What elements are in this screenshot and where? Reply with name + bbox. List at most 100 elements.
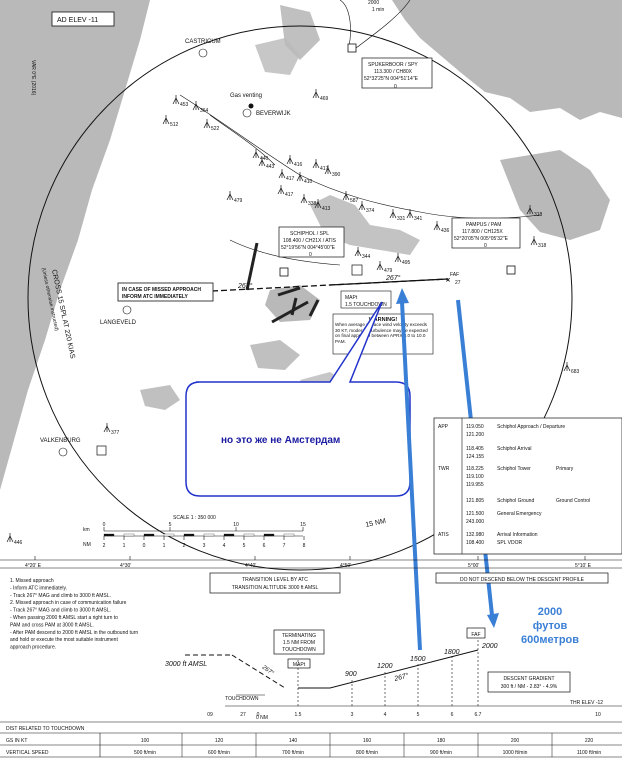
obstacle-elev: 318 (538, 243, 547, 249)
obstacle: 443 (258, 157, 275, 170)
profile-track2: 267° (392, 671, 409, 683)
bubble-text: но это же не Амстердам (221, 435, 340, 446)
mapt-box (340, 290, 392, 309)
warning-text: When average surface wind velocity excee… (335, 322, 428, 344)
obstacle-elev: 417 (285, 192, 294, 198)
obstacle-elev: 390 (332, 172, 341, 178)
freq-value: 119.955 (466, 482, 484, 488)
profile-mapt: MAPt (293, 662, 306, 668)
obstacle: 453 (172, 95, 189, 108)
obstacle: 374 (358, 201, 375, 214)
profile-track: 267° (260, 664, 275, 677)
profile-note: PAM and cross PAM at 3000 ft AMSL. (10, 622, 94, 628)
terminating-l2: 1.5 NM FROM (283, 640, 315, 646)
vs-cell: 500 ft/min (134, 750, 156, 756)
track-267-b: 267° (385, 274, 401, 282)
spy-freq: 113.300 / CH80X (374, 69, 413, 75)
pam-name: PAMPUS / PAM (466, 222, 501, 228)
track-267-a: 267° (237, 282, 253, 290)
valkenburg-icon (58, 447, 68, 457)
profile-note: approach procedure. (10, 645, 56, 651)
longitude: 5°10' E (575, 563, 592, 569)
freq-value: 118.405 (466, 446, 484, 452)
gs-cell: 160 (363, 738, 372, 744)
freq-extra: Primary (556, 466, 574, 472)
transition-l2: TRANSITION ALTITUDE 3000 ft AMSL (232, 585, 319, 591)
land-gray (0, 0, 622, 490)
obstacle-elev: 364 (200, 108, 209, 114)
dist-zero-nm: 0 NM (256, 715, 268, 721)
gas-venting: Gas venting (230, 93, 262, 99)
transition-l1: TRANSITION LEVEL BY ATC (242, 577, 308, 583)
freq-extra: Ground Control (556, 498, 590, 504)
profile-faf: FAF (471, 632, 480, 638)
profile-notes: 1. Missed approach - Inform ATC immediat… (10, 578, 138, 651)
obstacle-elev: 417 (286, 176, 295, 182)
missed-approach-box (117, 282, 214, 302)
profile-note: 2. Missed approach in case of communicat… (10, 600, 127, 606)
obstacle: 469 (312, 89, 329, 102)
nm-tick: 5 (243, 543, 246, 549)
missed-approach-l1: IN CASE OF MISSED APPROACH (122, 287, 201, 293)
descent-l2: 300 ft / NM - 2.83° - 4.9% (501, 684, 558, 690)
faf-dist: 27 (455, 280, 461, 286)
profile-note: 1. Missed approach (10, 578, 54, 584)
longitude: 4°40' (245, 563, 256, 569)
place-beverwijk: BEVERWIJK (256, 111, 291, 117)
vs-cell: 1000 ft/min (503, 750, 528, 756)
gas-venting-icon (248, 103, 254, 109)
freq-name: Arrival Information (497, 532, 538, 538)
dist-tick: 09 (207, 712, 213, 718)
freq-name: Schiphol Ground (497, 498, 534, 504)
vs-cell: 600 ft/min (208, 750, 230, 756)
km-tick: 5 (169, 522, 172, 528)
scale-nm: NM (83, 542, 91, 548)
obstacle-elev: 453 (180, 102, 189, 108)
obstacle: 416 (286, 155, 303, 168)
nm-tick: 2 (183, 543, 186, 549)
obstacle: 331 (389, 209, 406, 222)
var-label: VAR 0°E (2016) (30, 60, 36, 96)
place-langeveld: LANGEVELD (100, 320, 137, 326)
missed-approach-l2: INFORM ATC IMMEDIATELY (122, 294, 188, 300)
scale-km: km (83, 527, 90, 533)
profile-ma-alt: 3000 ft AMSL (165, 661, 207, 668)
obstacle: 318 (526, 205, 543, 218)
vs-cell: 700 ft/min (282, 750, 304, 756)
gs-cell: 140 (289, 738, 298, 744)
top-min: 1 min (372, 7, 384, 13)
warning-box (332, 313, 434, 355)
longitude: 4°50' (340, 563, 351, 569)
nm-tick: 3 (203, 543, 206, 549)
obstacle: 318 (530, 236, 547, 249)
profile-note: - Inform ATC immediately. (10, 585, 67, 591)
obstacle: 512 (162, 115, 179, 128)
obstacle: 440 (252, 149, 269, 162)
freq-value: 121.500 (466, 511, 484, 517)
spl-val: 0 (309, 252, 312, 258)
dist-tick: 4 (384, 712, 387, 718)
obstacle-elev: 469 (320, 96, 329, 102)
spl-name: SCHIPHOL / SPL (290, 231, 329, 237)
obstacle-elev: 341 (414, 216, 423, 222)
freq-value: 121.805 (466, 498, 484, 504)
obstacle-elev: 344 (362, 254, 371, 260)
freq-value: 121.200 (466, 432, 484, 438)
dist-tick: 3 (351, 712, 354, 718)
profile-alt: 1500 (410, 656, 426, 663)
nm-tick: 1 (123, 543, 126, 549)
obstacle-elev: 512 (170, 122, 179, 128)
vs-cell: 800 ft/min (356, 750, 378, 756)
alt-2000-note: 2000 (538, 606, 562, 618)
freq-name: Schiphol Approach / Departure (497, 424, 565, 430)
obstacle: 390 (324, 165, 341, 178)
longitude: 5°00' (468, 563, 479, 569)
obstacle: 522 (203, 119, 220, 132)
nm15-label: 15 NM (365, 518, 387, 529)
